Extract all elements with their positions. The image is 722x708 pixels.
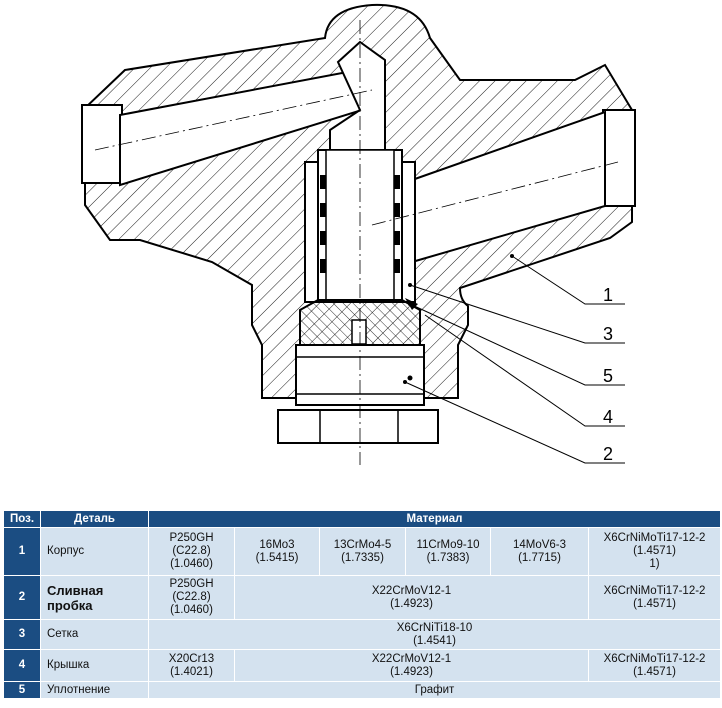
- header-part: Деталь: [40, 510, 149, 528]
- leader-lines: [404, 255, 625, 464]
- callout-2: 2: [603, 444, 613, 464]
- material-cell: X20Cr13 (1.4021): [148, 649, 235, 682]
- callout-3: 3: [603, 324, 613, 344]
- material-cell: X22CrMoV12-1 (1.4923): [234, 575, 589, 620]
- material-cell: X22CrMoV12-1 (1.4923): [234, 649, 589, 682]
- row-part-name: Сливная пробка: [40, 575, 149, 620]
- header-pos: Поз.: [3, 510, 41, 528]
- material-cell: 11CrMo9-10 (1.7383): [405, 527, 491, 576]
- row-pos: 2: [3, 575, 41, 620]
- table-row: 5 Уплотнение Графит: [3, 681, 722, 699]
- right-pipe-end: [602, 109, 636, 207]
- table-row: 2 Сливная пробка P250GH (C22.8) (1.0460)…: [3, 575, 722, 620]
- table-row: 3 Сетка X6CrNiTi18-10 (1.4541): [3, 619, 722, 650]
- callout-1: 1: [603, 285, 613, 305]
- material-cell: X6CrNiMoTi17-12-2 (1.4571) 1): [587, 527, 722, 576]
- row-part-name: Сетка: [40, 619, 149, 650]
- material-cell: 13CrMo4-5 (1.7335): [319, 527, 406, 576]
- material-cell: X6CrNiMoTi17-12-2 (1.4571): [587, 649, 722, 682]
- row-part-name: Корпус: [40, 527, 149, 576]
- table-row: 4 Крышка X20Cr13 (1.4021) X22CrMoV12-1 (…: [3, 649, 722, 682]
- material-cell: X6CrNiMoTi17-12-2 (1.4571): [587, 575, 722, 620]
- row-pos: 5: [3, 681, 41, 699]
- callout-4: 4: [603, 407, 613, 427]
- valve-cross-section-drawing: 1 3 5 4 2: [81, 3, 636, 465]
- callout-5: 5: [603, 366, 613, 386]
- screen-coils: [320, 175, 400, 273]
- table-row: 1 Корпус P250GH (C22.8) (1.0460) 16Mo3 (…: [3, 527, 722, 576]
- material-cell: P250GH (C22.8) (1.0460): [148, 527, 235, 576]
- material-cell: 14MoV6-3 (1.7715): [490, 527, 589, 576]
- hex-nut: [277, 409, 439, 444]
- row-part-name: Крышка: [40, 649, 149, 682]
- header-material: Материал: [147, 510, 722, 528]
- row-pos: 3: [3, 619, 41, 650]
- row-pos: 1: [3, 527, 41, 576]
- material-cell: 16Mo3 (1.5415): [234, 527, 320, 576]
- row-part-name: Уплотнение: [40, 681, 149, 699]
- material-cell: Графит: [147, 681, 722, 699]
- material-cell: X6CrNiTi18-10 (1.4541): [147, 619, 722, 650]
- left-pipe-end: [81, 104, 123, 184]
- row-pos: 4: [3, 649, 41, 682]
- material-cell: P250GH (C22.8) (1.0460): [148, 575, 235, 620]
- plug-stud: [351, 319, 367, 345]
- materials-table: Поз. Деталь Материал 1 Корпус P250GH (C2…: [3, 510, 722, 699]
- center-lines: [94, 20, 619, 465]
